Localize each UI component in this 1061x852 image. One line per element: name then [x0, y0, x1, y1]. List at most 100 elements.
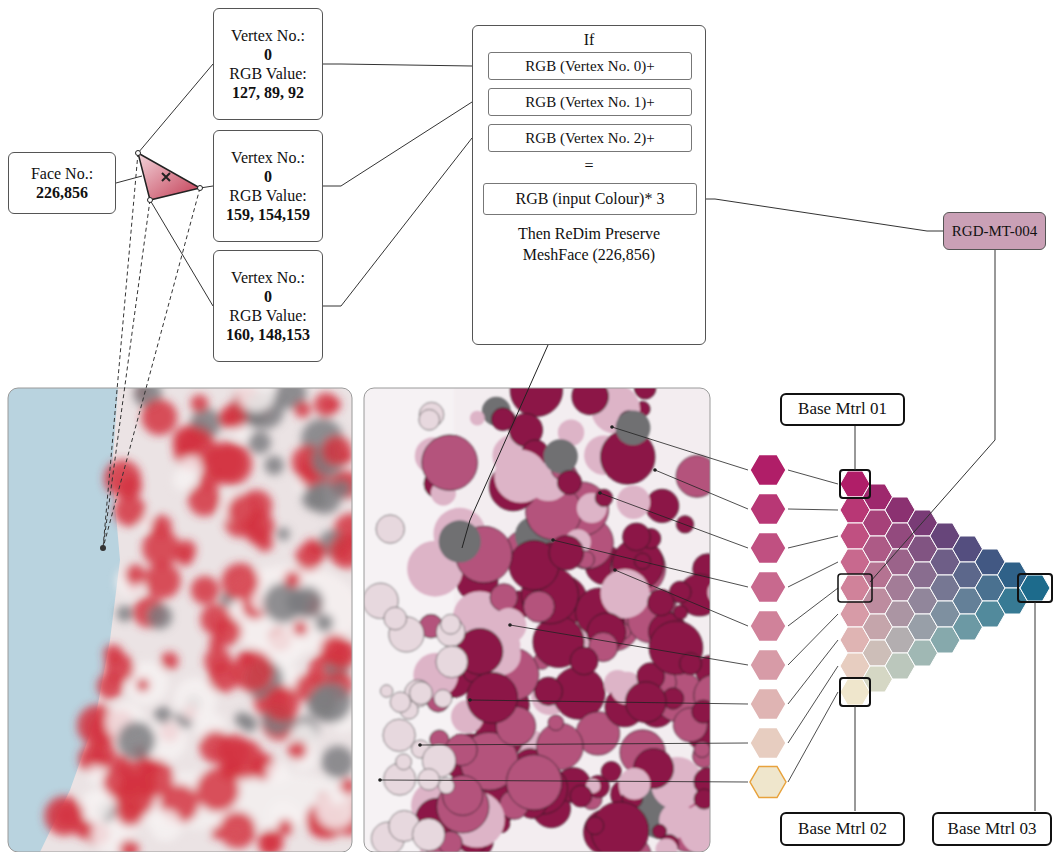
- connector: [323, 102, 488, 186]
- leader-line: [462, 345, 548, 548]
- circle-shape: [680, 653, 702, 675]
- condition-box: RGB (Vertex No. 2)+: [488, 124, 692, 152]
- circle-shape: [176, 540, 196, 560]
- circle-shape: [549, 536, 583, 570]
- label-box: Vertex No.:0RGB Value:159, 154,159: [213, 130, 323, 242]
- circle-shape: [384, 607, 407, 630]
- circle-shape: [248, 431, 271, 454]
- circle-shape: [329, 534, 352, 569]
- line-shape: [600, 493, 748, 548]
- line-shape: [655, 470, 748, 509]
- node-text: RGB (Vertex No. 0)+: [525, 57, 654, 75]
- line-shape: [612, 427, 748, 470]
- source-image: [8, 388, 352, 852]
- node-text: Vertex No.:: [231, 148, 305, 167]
- circle-shape: [117, 722, 155, 760]
- circle-shape: [601, 762, 621, 782]
- leader-line: [150, 200, 213, 306]
- line-shape: [470, 700, 748, 704]
- line-shape: [553, 540, 748, 587]
- dashed-projection: [103, 188, 200, 548]
- circle-shape: [601, 569, 650, 618]
- circle-shape: [645, 489, 678, 522]
- connector: [323, 64, 488, 66]
- circle-shape: [434, 690, 452, 708]
- circle-shape: [191, 576, 219, 604]
- node-text: Base Mtrl 01: [798, 399, 887, 419]
- node-text: Then ReDim Preserve MeshFace (226,856): [489, 224, 689, 266]
- circle-shape: [294, 401, 311, 418]
- circle-shape: [396, 754, 412, 770]
- circle-shape: [412, 818, 444, 850]
- line-shape: [788, 666, 838, 743]
- circle-shape: [548, 715, 563, 730]
- connector: [323, 138, 488, 306]
- image-frame: [8, 388, 352, 852]
- mesh-face: [138, 153, 200, 200]
- node-text: 226,856: [36, 183, 88, 202]
- node-text: 127, 89, 92: [232, 83, 304, 102]
- circle-shape: [190, 394, 208, 412]
- node-text: RGD-MT-004: [952, 222, 1037, 240]
- face-point: [100, 545, 106, 551]
- vertex-dot: [198, 186, 203, 191]
- circle-shape: [315, 613, 334, 632]
- line-shape: [510, 625, 748, 665]
- label-box: Base Mtrl 03: [932, 812, 1052, 846]
- circle-shape: [284, 571, 301, 588]
- material-tag: RGD-MT-004: [943, 212, 1046, 250]
- circle-shape: [145, 563, 181, 599]
- circle-shape: [613, 568, 617, 572]
- label-box: Face No.:226,856: [8, 152, 116, 214]
- circle-shape: [147, 604, 172, 629]
- path-shape: [750, 532, 786, 563]
- highlight-box: [838, 574, 872, 602]
- face-centre: [162, 173, 170, 181]
- circle-shape: [409, 682, 432, 705]
- circle-shape: [258, 834, 280, 852]
- vertex-dot: [148, 198, 153, 203]
- line-shape: [788, 640, 838, 704]
- path-shape: [750, 766, 786, 797]
- vertex-dot: [136, 151, 141, 156]
- circle-shape: [264, 686, 300, 722]
- circle-shape: [289, 808, 304, 823]
- circle-shape: [679, 803, 710, 852]
- node-text: Base Mtrl 03: [948, 819, 1037, 839]
- map-ground: [364, 388, 710, 852]
- circle-shape: [508, 623, 512, 627]
- circle-shape: [436, 646, 468, 678]
- circle-shape: [204, 647, 231, 674]
- line-shape: [788, 470, 838, 484]
- label-box: Base Mtrl 01: [780, 393, 905, 426]
- circle-shape: [332, 479, 351, 498]
- circle-shape: [616, 410, 651, 445]
- node-text: RGB (Vertex No. 1)+: [525, 93, 654, 111]
- circle-shape: [551, 538, 555, 542]
- circle-shape: [321, 746, 352, 779]
- label-box: Vertex No.:0RGB Value:127, 89, 92: [213, 8, 323, 120]
- circle-shape: [180, 455, 201, 476]
- circle-shape: [277, 528, 290, 541]
- circle-shape: [237, 388, 275, 412]
- path-shape: [750, 493, 786, 524]
- node-text: 160, 148,153: [226, 325, 310, 344]
- circle-shape: [439, 520, 481, 562]
- circle-shape: [419, 409, 440, 430]
- circle-shape: [227, 494, 260, 527]
- circle-shape: [570, 785, 592, 807]
- line-shape: [788, 536, 838, 548]
- leader-line: [138, 64, 213, 153]
- circle-shape: [653, 468, 657, 472]
- line-shape: [788, 588, 838, 626]
- circle-shape: [322, 436, 352, 466]
- circle-shape: [506, 755, 561, 810]
- node-text: RGB Value:: [229, 186, 306, 205]
- circle-shape: [490, 584, 518, 612]
- circle-shape: [74, 820, 93, 839]
- node-text: RGB (input Colour)* 3: [516, 189, 665, 208]
- line-shape: [788, 614, 838, 665]
- circle-shape: [467, 672, 518, 723]
- node-text: =: [473, 156, 705, 175]
- label-box: Base Mtrl 02: [780, 812, 905, 846]
